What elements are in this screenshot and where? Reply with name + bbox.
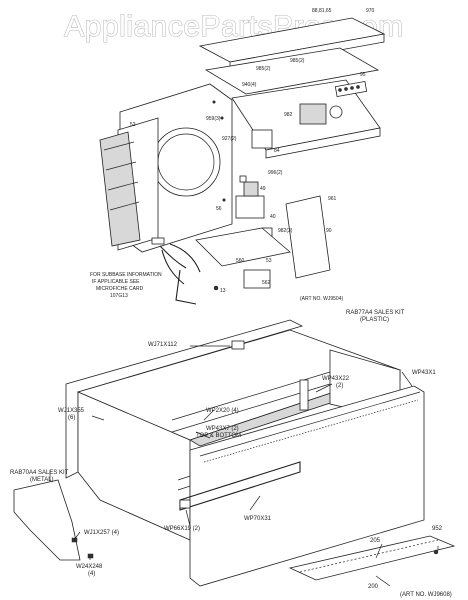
subbase-note-line2: IF APPLICABLE SEE: [92, 279, 140, 285]
part-wp43x22-qty: (2): [336, 383, 343, 389]
slide-tray: [288, 535, 456, 581]
wj1x257-screw: [71, 537, 78, 543]
terminal-screws: [338, 85, 360, 92]
art-number-upper: (ART NO. WJ9504): [300, 296, 343, 302]
screw-952: [433, 549, 439, 555]
part-wj1x257: WJ1X257 (4): [84, 530, 119, 536]
metal-side-panel: [13, 479, 81, 561]
ref-562: 562: [262, 280, 271, 286]
ref-996: 996(2): [268, 170, 283, 176]
thermostat-knob: [329, 105, 343, 119]
part-wp66x19: WP66X19 (2): [164, 526, 200, 532]
ref-95: 95: [360, 72, 366, 78]
art-number-lower: (ART NO. WJ9608): [400, 592, 452, 598]
part-wj1x355-qty: (6): [68, 415, 75, 421]
ref-200: 200: [368, 584, 379, 590]
ref-970: 970: [366, 8, 375, 14]
capacitor-terminal: [243, 181, 259, 197]
ref-52: 52: [130, 122, 136, 128]
cover-plate: [285, 195, 331, 279]
selector-switch: [299, 103, 327, 125]
sales-kit-metal-line2: (METAL): [30, 477, 54, 483]
part-wp70x31: WP70X31: [244, 516, 272, 522]
ref-982: 982: [284, 112, 293, 118]
ref-985a: 985(2): [256, 66, 271, 72]
ref-560: 560: [236, 258, 245, 264]
w24x248-screw: [87, 553, 94, 559]
connector: [151, 237, 165, 245]
part-wp43x7-note: TOP & BOTTOM: [196, 433, 241, 439]
cord-relief: [243, 269, 271, 289]
clip: [239, 175, 247, 183]
capacitor: [235, 195, 265, 219]
ref-40: 40: [270, 214, 276, 220]
sales-kit-metal-line1: RAB70A4 SALES KIT: [10, 470, 69, 476]
subbase-note-line3: MICROFICHE CARD: [96, 286, 144, 292]
ref-53: 53: [266, 258, 272, 264]
ref-84: 84: [274, 148, 280, 154]
sales-kit-plastic-line1: RAB77A4 SALES KIT: [346, 310, 405, 316]
part-wp43x1: WP43X1: [412, 370, 436, 376]
ref-985b: 985(2): [290, 58, 305, 64]
part-wj1x355: WJ1X355: [58, 408, 85, 414]
part-wp43x22: WP43X22: [322, 376, 350, 382]
part-wp43x7: WP43X7 (2): [206, 426, 239, 432]
lower-assembly: RAB77A4 SALES KIT (PLASTIC) WJ71X112 WP4…: [10, 310, 456, 598]
ref-927: 927(2): [222, 136, 237, 142]
upper-assembly: 88,81,65 970 985(2) 985(2) 940(4) 95 52 …: [90, 8, 386, 305]
subbase-note-line4: 107G13: [110, 293, 128, 299]
ref-952: 952: [432, 526, 443, 532]
front-grille: [189, 385, 425, 587]
bottom-tray: [195, 227, 291, 267]
subbase-note-line1: FOR SUBBASE INFORMATION: [90, 272, 162, 278]
fan-opening: [151, 127, 221, 197]
ref-940: 940(4): [242, 82, 257, 88]
wp66x19-clip: [179, 499, 191, 509]
part-wj71x112: WJ71X112: [148, 342, 178, 348]
relay-switch: [251, 129, 273, 149]
ref-205: 205: [370, 538, 381, 544]
cabinet-side: [77, 391, 191, 541]
upper-shelf: [204, 47, 380, 95]
wp43x22-bracket: [299, 379, 309, 411]
ref-959: 959(3): [206, 116, 221, 122]
control-tray-edge: [265, 127, 381, 159]
ref-961: 961: [328, 196, 337, 202]
ref-49: 49: [260, 186, 266, 192]
ref-56: 56: [216, 206, 222, 212]
part-w24x248-qty: (4): [88, 571, 95, 577]
ref-982-3: 982(3): [278, 228, 293, 234]
sales-kit-plastic-line2: (PLASTIC): [360, 317, 389, 323]
side-insulation: [99, 131, 141, 247]
part-wp2x20: WP2X20 (4): [206, 408, 239, 414]
part-w24x248: W24X248: [76, 564, 103, 570]
handle-clip: [231, 340, 245, 350]
ref-88-81-65: 88,81,65: [312, 8, 332, 14]
ref-13: 13: [220, 288, 226, 294]
ref-90: 90: [326, 228, 332, 234]
